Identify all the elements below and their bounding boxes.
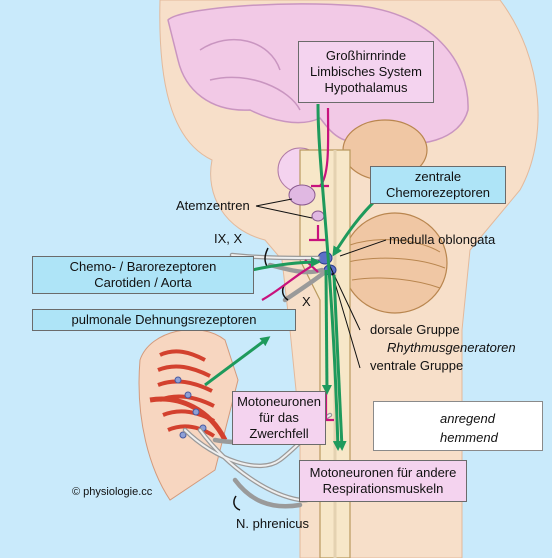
arrow-medulla-to-other-muscles (332, 274, 347, 451)
central-chemo-line-1: zentrale (414, 169, 462, 184)
phrenic-nerve-label: N. phrenicus (236, 516, 309, 531)
dorsal-group-label: dorsale Gruppe (370, 322, 460, 337)
cortex-line: Großhirnrinde (325, 48, 407, 63)
torso (138, 329, 239, 501)
hypothalamus-line: Hypothalamus (324, 80, 408, 95)
motor-other-line-2: Respirationsmuskeln (322, 481, 444, 496)
rhythm-generators-label: Rhythmusgeneratoren (387, 340, 516, 355)
pons-respiratory-center (288, 184, 316, 206)
nerve-x-label: X (302, 294, 311, 309)
diaphragm (149, 396, 228, 442)
nerves-ix-x-label: IX, X (214, 231, 243, 246)
central-chemoreceptors-box: zentrale Chemorezeptoren (370, 166, 506, 204)
medulla-oblongata-label: medulla oblongata (389, 232, 496, 247)
copyright: © physiologie.cc (72, 486, 153, 498)
diaphragm-motoneurons-box: Motoneuronen für das Zwerchfell (232, 391, 326, 445)
legend-excitatory: anregend (440, 411, 495, 426)
arrow-chemobaro-to-medulla (251, 257, 321, 272)
central-chemo-line-2: Chemorezeptoren (385, 185, 491, 200)
pulmonary-stretch-receptors-box: pulmonale Dehnungsrezeptoren (32, 309, 296, 331)
chemo-baro-line-1: Chemo- / Barorezeptoren (69, 259, 217, 274)
motor-other-line-1: Motoneuronen für andere (309, 465, 457, 480)
legend-inhibitory: hemmend (440, 430, 498, 445)
nerve-marker-phrenicus (233, 495, 241, 511)
motor-diaphragm-line-2: für das (259, 410, 299, 425)
motor-diaphragm-line-1: Motoneuronen (237, 394, 321, 409)
pulmonary-label: pulmonale Dehnungsrezeptoren (71, 312, 257, 327)
cortex-limbic-hypothalamus-box: Großhirnrinde Limbisches System Hypothal… (298, 41, 434, 103)
chemo-baroreceptors-box: Chemo- / Barorezeptoren Carotiden / Aort… (32, 256, 254, 294)
limbic-line: Limbisches System (310, 64, 422, 79)
arrow-medulla-to-diaphragm (321, 269, 332, 395)
cerebellum (342, 212, 448, 314)
arrow-cortex-to-motoneurons (316, 103, 343, 451)
excitatory-arrows (204, 103, 380, 451)
legend: anregend hemmend (373, 401, 543, 451)
chemo-baro-line-2: Carotiden / Aorta (94, 275, 192, 290)
arrow-pulmonary-from-lung (204, 336, 271, 387)
respiratory-centers-label: Atemzentren (176, 198, 250, 213)
ventral-group-label: ventrale Gruppe (370, 358, 464, 373)
other-respiratory-motoneurons-box: Motoneuronen für andere Respirationsmusk… (299, 460, 467, 502)
leader-lines (255, 198, 387, 369)
motor-diaphragm-line-3: Zwerchfell (249, 426, 309, 441)
